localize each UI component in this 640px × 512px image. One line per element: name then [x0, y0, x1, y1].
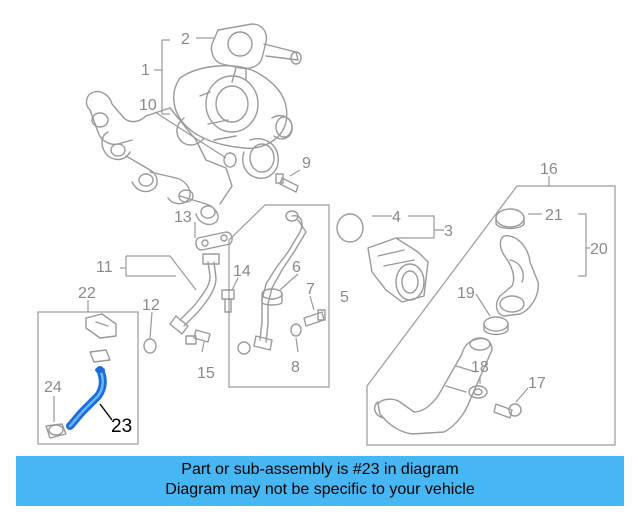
callout-8[interactable]: 8 [291, 359, 300, 376]
fitting-part-15[interactable] [185, 329, 211, 345]
callout-19[interactable]: 19 [457, 285, 475, 302]
hose-end-upper [95, 367, 105, 373]
intercooler-hose-part-20[interactable] [495, 235, 539, 317]
callout-7[interactable]: 7 [306, 281, 315, 298]
intake-pipe-part-3[interactable] [367, 237, 429, 303]
callout-10[interactable]: 10 [139, 97, 157, 114]
callout-2[interactable]: 2 [181, 31, 190, 48]
callout-24[interactable]: 24 [44, 379, 62, 396]
coolant-hose-part-23[interactable] [66, 366, 107, 430]
callout-22[interactable]: 22 [78, 285, 96, 302]
callout-13[interactable]: 13 [174, 209, 192, 226]
seal-part-8[interactable] [290, 323, 302, 337]
banner-line-1: Part or sub-assembly is #23 in diagram [181, 461, 459, 478]
fitting-part-24[interactable] [45, 423, 67, 439]
gasket-part-4[interactable] [336, 213, 364, 243]
callout-9[interactable]: 9 [302, 155, 311, 172]
bolt-part-9[interactable] [275, 173, 299, 193]
clip-part[interactable] [89, 349, 111, 363]
clamp-part-6[interactable] [261, 288, 283, 306]
group-box-5 [228, 204, 330, 388]
callout-12[interactable]: 12 [142, 297, 160, 314]
callout-17[interactable]: 17 [528, 375, 546, 392]
callout-15[interactable]: 15 [197, 365, 215, 382]
callout-6[interactable]: 6 [292, 259, 301, 276]
callout-23[interactable]: 23 [111, 416, 132, 437]
callout-18[interactable]: 18 [471, 359, 489, 376]
oil-line-part-11[interactable] [169, 253, 220, 335]
bolt-part-14[interactable] [221, 289, 235, 313]
bracket-part-22[interactable] [85, 313, 117, 339]
coolant-hose-inner-23 [68, 368, 104, 428]
callout-11[interactable]: 11 [96, 259, 113, 276]
exhaust-manifold-part[interactable] [85, 90, 233, 226]
clamp-part-21[interactable] [495, 208, 525, 230]
leader-lines [53, 37, 590, 422]
grommet-part-18[interactable] [468, 385, 488, 399]
callout-21[interactable]: 21 [545, 207, 563, 224]
callout-4[interactable]: 4 [392, 209, 401, 226]
callout-16[interactable]: 16 [540, 161, 558, 178]
callout-3[interactable]: 3 [444, 223, 453, 240]
banner-line-2: Diagram may not be specific to your vehi… [165, 481, 475, 498]
callout-20[interactable]: 20 [590, 241, 608, 258]
return-line-part[interactable] [237, 210, 307, 355]
callout-23-leader [99, 403, 113, 421]
callout-5[interactable]: 5 [340, 289, 349, 306]
bolt-part-17[interactable] [493, 403, 522, 419]
callout-14[interactable]: 14 [233, 263, 251, 280]
callout-1[interactable]: 1 [141, 62, 150, 79]
turbocharger-part[interactable] [173, 65, 293, 179]
group-box-16 [366, 185, 616, 446]
clamp-part-19[interactable] [483, 316, 509, 336]
info-banner: Part or sub-assembly is #23 in diagram D… [16, 456, 624, 506]
seal-part-12[interactable] [143, 338, 157, 354]
actuator-part[interactable] [210, 23, 302, 83]
gasket-part-10[interactable] [223, 152, 237, 168]
bolt-part-7[interactable] [303, 309, 326, 327]
gasket-part-13[interactable] [195, 231, 233, 251]
